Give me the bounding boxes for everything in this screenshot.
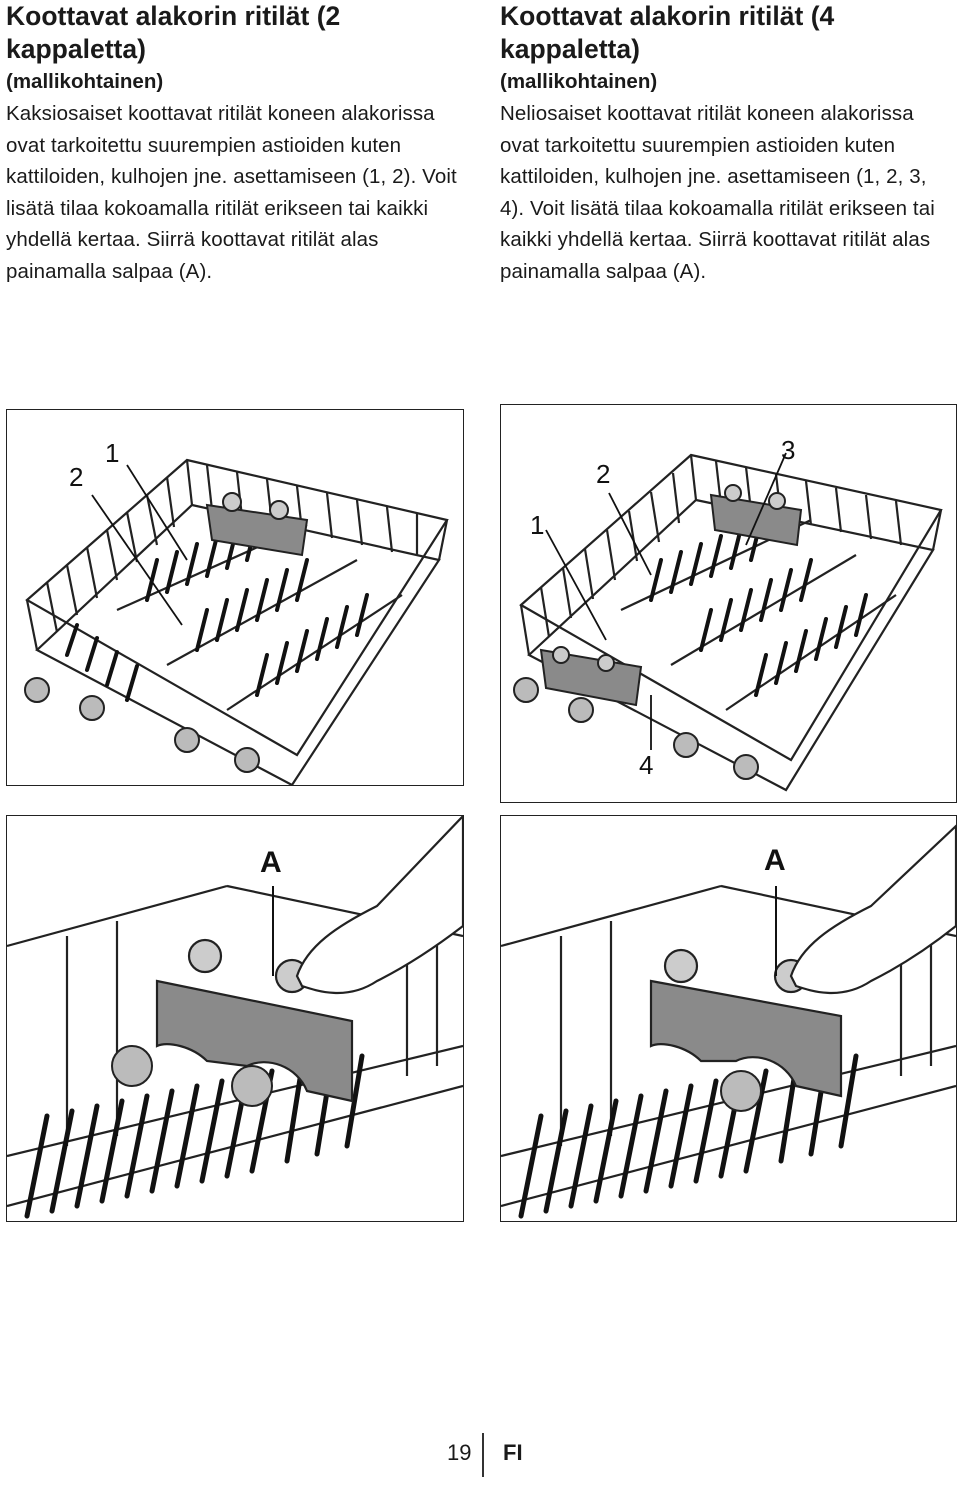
figure-latch-right: A — [500, 815, 957, 1222]
left-heading: Koottavat alakorin ritilät (2 kappaletta… — [6, 1, 341, 64]
right-section: Koottavat alakorin ritilät (4 kappaletta… — [500, 0, 955, 287]
callout-label-2: 2 — [69, 462, 84, 492]
figure-two-part-basket: 2 1 — [6, 409, 464, 786]
callout-label-A: A — [260, 846, 282, 879]
callout-label-A: A — [764, 844, 786, 877]
left-section: Koottavat alakorin ritilät (2 kappaletta… — [6, 0, 476, 287]
right-subheading: (mallikohtainen) — [500, 70, 658, 93]
footer-divider — [482, 1433, 484, 1477]
page-number: 19 — [447, 1440, 472, 1465]
hand-pressing-latch-illustration — [7, 816, 463, 1219]
right-body-text: Neliosaiset koottavat ritilät koneen ala… — [500, 102, 935, 283]
callout-label-4: 4 — [639, 750, 654, 780]
figure-four-part-basket: 1 2 3 4 — [500, 404, 957, 803]
left-body-text: Kaksiosaiset koottavat ritilät koneen al… — [6, 102, 457, 283]
callout-label-3: 3 — [781, 435, 796, 465]
callout-label-2: 2 — [596, 459, 611, 489]
callout-label-1: 1 — [105, 438, 120, 468]
left-subheading: (mallikohtainen) — [6, 70, 164, 93]
hand-pressing-latch-illustration — [501, 824, 956, 1219]
two-part-basket-illustration — [24, 458, 449, 785]
figure-latch-left: A — [6, 815, 464, 1222]
language-code: FI — [503, 1440, 523, 1465]
right-heading: Koottavat alakorin ritilät (4 kappaletta… — [500, 1, 835, 64]
four-part-basket-illustration — [513, 452, 943, 792]
callout-label-1: 1 — [530, 510, 545, 540]
